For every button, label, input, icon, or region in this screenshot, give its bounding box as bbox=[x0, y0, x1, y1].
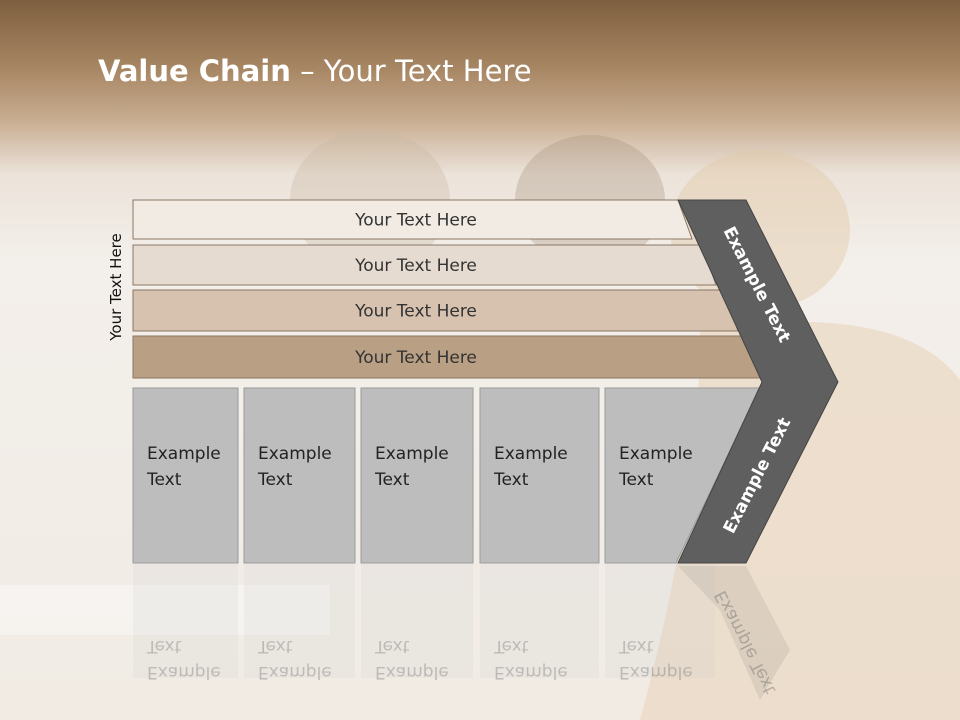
reflection-box-2 bbox=[244, 563, 355, 678]
activity-reflection-1: Example Text bbox=[133, 563, 238, 682]
reflection-line2-2: Text bbox=[257, 636, 293, 656]
reflection-line2-4: Text bbox=[493, 636, 529, 656]
activity-line2-4: Text bbox=[493, 470, 529, 490]
activity-reflection-4: Example Text bbox=[480, 563, 599, 682]
chevron-shape bbox=[677, 199, 839, 564]
support-bar-label-4: Your Text Here bbox=[354, 348, 477, 368]
reflections: ExampleTextExampleTextExampleTextExample… bbox=[133, 563, 715, 682]
activity-line1-1: Example bbox=[147, 444, 221, 464]
activity-line1-4: Example bbox=[494, 444, 568, 464]
support-bar-1 bbox=[132, 199, 693, 240]
reflection-line1-2: Example bbox=[258, 662, 332, 682]
slide-title: Value Chain – Your Text Here bbox=[98, 54, 532, 88]
reflection-line1-5: Example bbox=[619, 662, 693, 682]
activity-reflection-5: Example Text bbox=[605, 563, 715, 682]
activity-line1-2: Example bbox=[258, 444, 332, 464]
reflection-box-5 bbox=[605, 563, 715, 678]
activity-box-2 bbox=[243, 387, 356, 564]
activity-box-3 bbox=[360, 387, 474, 564]
activity-box-4 bbox=[479, 387, 600, 564]
title-bold: Value Chain bbox=[98, 54, 291, 88]
activity-line2-1: Text bbox=[146, 470, 182, 490]
activity-line1-3: Example bbox=[375, 444, 449, 464]
reflection-line1-4: Example bbox=[494, 662, 568, 682]
reflection-box-1 bbox=[133, 563, 238, 678]
support-bar-label-2: Your Text Here bbox=[354, 256, 477, 276]
activity-box-1 bbox=[132, 387, 239, 564]
reflection-line1-3: Example bbox=[375, 662, 449, 682]
activity-reflection-3: Example Text bbox=[361, 563, 473, 682]
activity-line2-3: Text bbox=[374, 470, 410, 490]
activity-box-5 bbox=[604, 387, 761, 564]
reflection-line1-1: Example bbox=[147, 662, 221, 682]
reflection-line2-5: Text bbox=[618, 636, 654, 656]
chevron-reflection bbox=[678, 566, 790, 700]
support-bar-label-1: Your Text Here bbox=[354, 211, 477, 231]
support-bar-2 bbox=[132, 244, 717, 286]
reflection-box-4 bbox=[480, 563, 599, 678]
title-rest: – Your Text Here bbox=[290, 54, 532, 88]
activity-line1-5: Example bbox=[619, 444, 693, 464]
activity-line2-2: Text bbox=[257, 470, 293, 490]
activity-line2-5: Text bbox=[618, 470, 654, 490]
reflection-line2-1: Text bbox=[146, 636, 182, 656]
activity-reflection-2: Example Text bbox=[244, 563, 355, 682]
reflection-box-3 bbox=[361, 563, 473, 678]
support-bar-label-3: Your Text Here bbox=[354, 302, 477, 322]
reflection-line2-3: Text bbox=[374, 636, 410, 656]
